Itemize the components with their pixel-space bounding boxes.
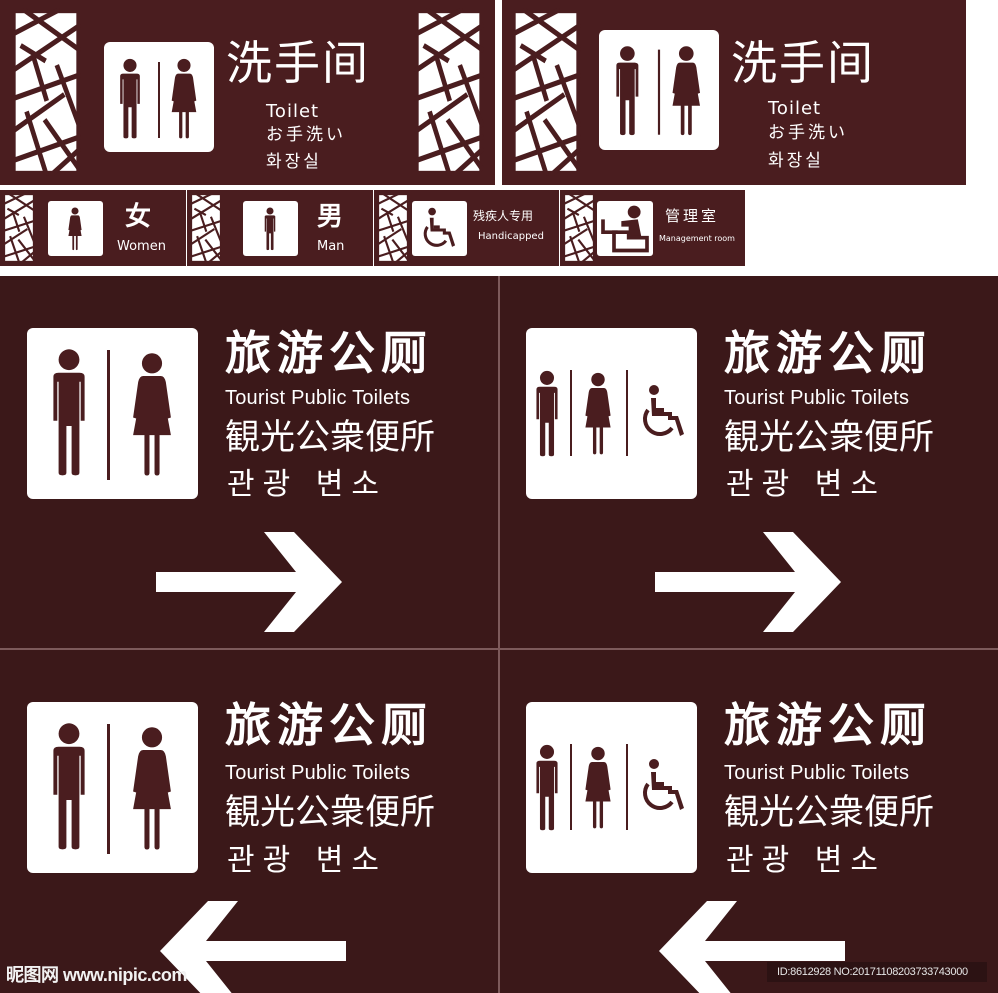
- title-en: Management room: [659, 234, 735, 243]
- man-woman-icon: [27, 328, 198, 499]
- toilet-sign-1: 洗手间 Toilet お手洗い 화장실: [0, 0, 495, 185]
- woman-icon: [48, 201, 103, 256]
- arrow-right-icon: [156, 532, 346, 632]
- title-ja: 観光公衆便所: [724, 418, 935, 458]
- title-zh: 男: [317, 202, 344, 232]
- title-ko: 관광 변소: [726, 843, 886, 878]
- toilet-sign-2: 洗手间 Toilet お手洗い 화장실: [502, 0, 966, 185]
- title-zh: 旅游公厕: [724, 326, 932, 380]
- small-sign-management: 管理室 Management room: [560, 190, 745, 266]
- title-en: Tourist Public Toilets: [724, 387, 910, 409]
- title-en: Handicapped: [478, 231, 544, 242]
- title-en: Man: [317, 239, 345, 254]
- title-en: Toilet: [266, 101, 320, 122]
- lattice-pattern-right: [414, 8, 484, 176]
- title-zh: 洗手间: [731, 36, 875, 90]
- lattice-pattern: [563, 193, 595, 263]
- watermark-text: 昵图网 www.nipic.com: [6, 965, 187, 985]
- title-zh: 旅游公厕: [225, 326, 433, 380]
- title-en: Women: [117, 239, 166, 254]
- small-sign-man: 男 Man: [187, 190, 373, 266]
- panel-divider-vertical: [498, 276, 500, 993]
- arrow-left-icon: [156, 901, 346, 993]
- title-en: Tourist Public Toilets: [225, 387, 411, 409]
- man-woman-icon: [104, 42, 214, 152]
- panel-tourist-toilet-left-1: 旅游公厕 Tourist Public Toilets 観光公衆便所 관광 변소: [0, 650, 498, 993]
- title-ja: 観光公衆便所: [225, 793, 436, 833]
- panel-divider-horizontal: [0, 648, 998, 650]
- man-woman-wheelchair-icon: [526, 328, 697, 499]
- title-zh: 残疾人专用: [473, 209, 534, 223]
- man-woman-icon: [27, 702, 198, 873]
- lattice-pattern: [190, 193, 222, 263]
- small-sign-handicapped: 残疾人专用 Handicapped: [374, 190, 559, 266]
- title-ko: 관광 변소: [726, 467, 886, 502]
- arrow-left-icon: [655, 901, 845, 993]
- man-woman-wheelchair-icon: [526, 702, 697, 873]
- panel-tourist-toilet-right-1: 旅游公厕 Tourist Public Toilets 観光公衆便所 관광 변소: [0, 276, 498, 648]
- title-zh: 旅游公厕: [225, 698, 433, 752]
- man-woman-icon: [599, 30, 719, 150]
- panel-tourist-toilet-right-2: 旅游公厕 Tourist Public Toilets 観光公衆便所 관광 변소: [500, 276, 998, 648]
- wheelchair-icon: [412, 201, 467, 256]
- title-ja: お手洗い: [768, 123, 848, 143]
- title-en: Tourist Public Toilets: [724, 762, 910, 784]
- lattice-pattern-left: [11, 8, 81, 176]
- title-zh: 管理室: [665, 207, 720, 225]
- title-ko: 관광 변소: [227, 467, 387, 502]
- title-zh: 旅游公厕: [724, 698, 932, 752]
- title-en: Toilet: [768, 98, 822, 119]
- title-ja: 観光公衆便所: [724, 793, 935, 833]
- lattice-pattern-left: [511, 8, 581, 176]
- lattice-pattern: [377, 193, 409, 263]
- lattice-pattern: [3, 193, 35, 263]
- title-en: Tourist Public Toilets: [225, 762, 411, 784]
- panel-tourist-toilet-left-2: 旅游公厕 Tourist Public Toilets 観光公衆便所 관광 변소: [500, 650, 998, 993]
- management-desk-icon: [597, 201, 653, 256]
- man-icon: [243, 201, 298, 256]
- title-ja: お手洗い: [266, 125, 346, 145]
- small-sign-women: 女 Women: [0, 190, 186, 266]
- title-ja: 観光公衆便所: [225, 418, 436, 458]
- title-zh: 女: [125, 202, 152, 232]
- title-ko: 화장실: [266, 152, 322, 172]
- title-ko: 관광 변소: [227, 843, 387, 878]
- image-id-label: ID:8612928 NO:20171108203733743000: [767, 962, 987, 982]
- title-ko: 화장실: [768, 151, 824, 171]
- title-zh: 洗手间: [226, 36, 370, 90]
- arrow-right-icon: [655, 532, 845, 632]
